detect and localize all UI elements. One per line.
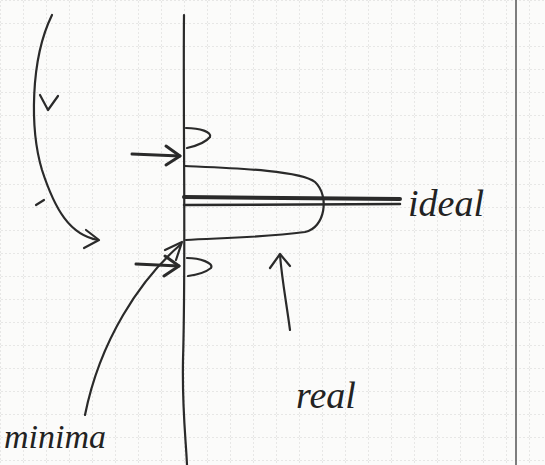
handwritten-label: real xyxy=(296,376,356,414)
handwritten-label: minima xyxy=(4,420,106,454)
handwritten-label: ideal xyxy=(408,184,484,222)
